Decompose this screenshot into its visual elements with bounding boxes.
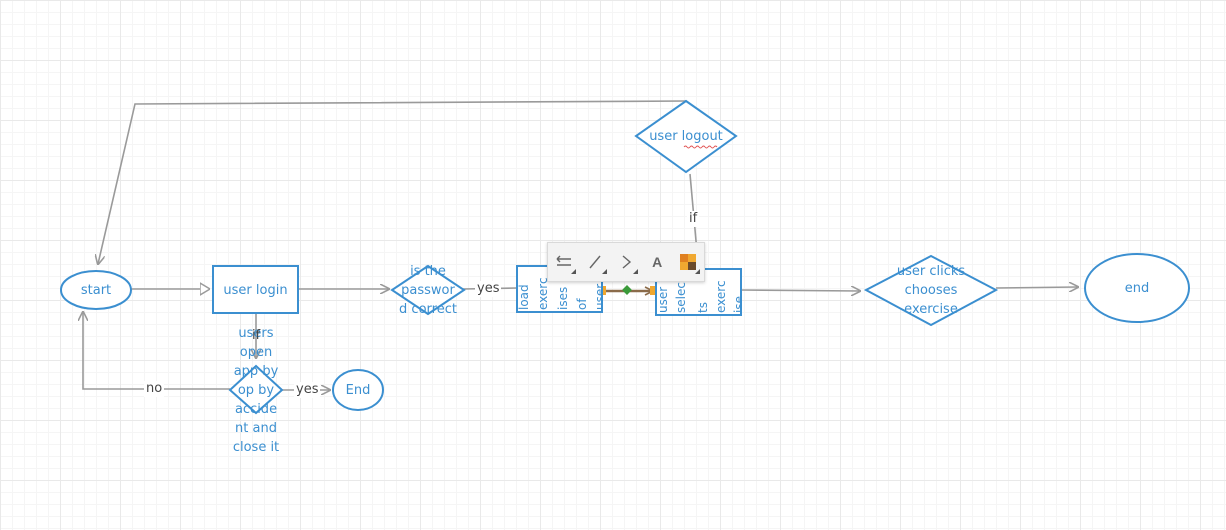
selects-col: ise: [732, 296, 741, 313]
user-chooses-node[interactable]: [863, 254, 999, 327]
start-label: start: [80, 283, 112, 298]
fill-color-icon[interactable]: [676, 250, 701, 274]
connector-accident-to-start[interactable]: [83, 312, 230, 390]
yes-label-password: yes: [475, 281, 502, 297]
accident-end-node[interactable]: [332, 369, 384, 411]
start-node[interactable]: [60, 270, 132, 310]
if-label-logout: if: [687, 211, 700, 227]
user-logout-label: user logout: [649, 129, 723, 144]
user-logout-node[interactable]: [634, 99, 738, 174]
connector-style-icon[interactable]: [552, 250, 576, 274]
spellcheck-underline: [683, 145, 718, 149]
connector-logout-to-start[interactable]: [98, 100, 687, 264]
end-label: end: [1124, 281, 1150, 296]
choose-line: user clicks: [896, 264, 966, 279]
text-style-glyph: A: [652, 254, 663, 270]
accident-line: accide: [234, 402, 278, 417]
accident-line: op by: [237, 383, 275, 398]
if-label-accident: if: [252, 328, 261, 343]
yes-label-accident: yes: [294, 382, 321, 398]
connector-toolbar: A: [547, 242, 705, 282]
choose-line: chooses: [904, 283, 958, 298]
accident-line: open: [239, 345, 273, 360]
end-node[interactable]: [1084, 253, 1190, 323]
accident-node[interactable]: [228, 364, 284, 415]
connector-midpoint-handle[interactable]: [622, 285, 632, 295]
password-check-node[interactable]: [390, 264, 466, 316]
user-login-node[interactable]: [212, 265, 299, 314]
password-line: d correct: [399, 302, 457, 317]
password-line: is the: [410, 264, 446, 279]
user-login-label: user login: [223, 283, 288, 298]
choose-line: exercise: [904, 302, 958, 317]
accident-label: users open app by op by accide nt and cl…: [218, 324, 294, 457]
accident-line: close it: [232, 440, 280, 455]
accident-line: nt and: [235, 421, 277, 436]
line-style-icon[interactable]: [583, 250, 607, 274]
connector-choose-to-end[interactable]: [995, 287, 1078, 288]
user-chooses-label: user clicks chooses exercise: [876, 262, 986, 319]
text-style-icon[interactable]: A: [645, 250, 669, 274]
selected-connector[interactable]: [597, 285, 659, 296]
accident-line: app by: [233, 364, 279, 379]
accident-line: users: [238, 326, 274, 341]
accident-end-label: End: [345, 383, 371, 398]
connector-selects-to-choose[interactable]: [740, 290, 860, 291]
load-col: load: [517, 284, 531, 310]
password-check-label: is the passwor d correct: [390, 262, 466, 319]
no-label-accident: no: [144, 381, 165, 397]
arrow-style-icon[interactable]: [614, 250, 638, 274]
connector-end-handle[interactable]: [650, 286, 659, 295]
selects-col: exerc: [714, 280, 728, 313]
password-line: passwor: [401, 283, 455, 298]
